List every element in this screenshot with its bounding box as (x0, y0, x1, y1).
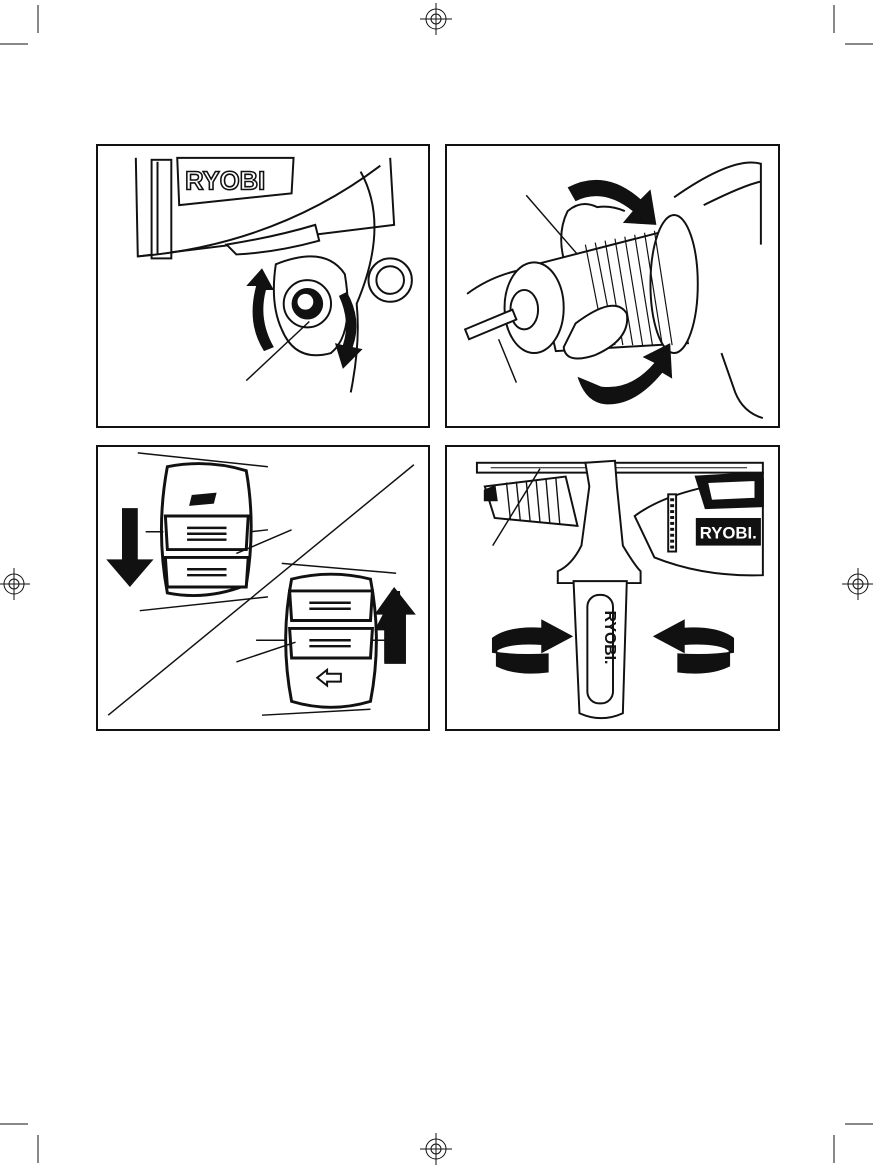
registration-target-left (0, 568, 30, 600)
knob-icon (284, 280, 331, 327)
figure-auxiliary-handle: RYOBI. RYOBI. (445, 445, 780, 731)
keyless-chuck-illustration (447, 146, 778, 426)
figure-direction-switch (96, 445, 430, 731)
ryobi-logo-body: RYOBI. (700, 524, 757, 543)
arrow-down-icon (106, 508, 153, 587)
switch-top-left (161, 464, 251, 596)
direction-switch-illustration (98, 447, 428, 729)
auxiliary-handle-illustration: RYOBI. RYOBI. (447, 447, 778, 729)
rotary-knob-illustration: RYOBI (98, 146, 428, 426)
registration-target-right (842, 568, 873, 600)
arrow-up-icon (374, 587, 415, 664)
figure-rotary-knob: RYOBI (96, 144, 430, 428)
registration-target-bottom (420, 1133, 452, 1165)
ryobi-logo-handle: RYOBI. (601, 611, 618, 665)
ryobi-logo-fig1: RYOBI (185, 167, 265, 195)
registration-target-top (420, 3, 452, 35)
switch-bottom-right (286, 574, 377, 707)
figure-keyless-chuck (445, 144, 780, 428)
